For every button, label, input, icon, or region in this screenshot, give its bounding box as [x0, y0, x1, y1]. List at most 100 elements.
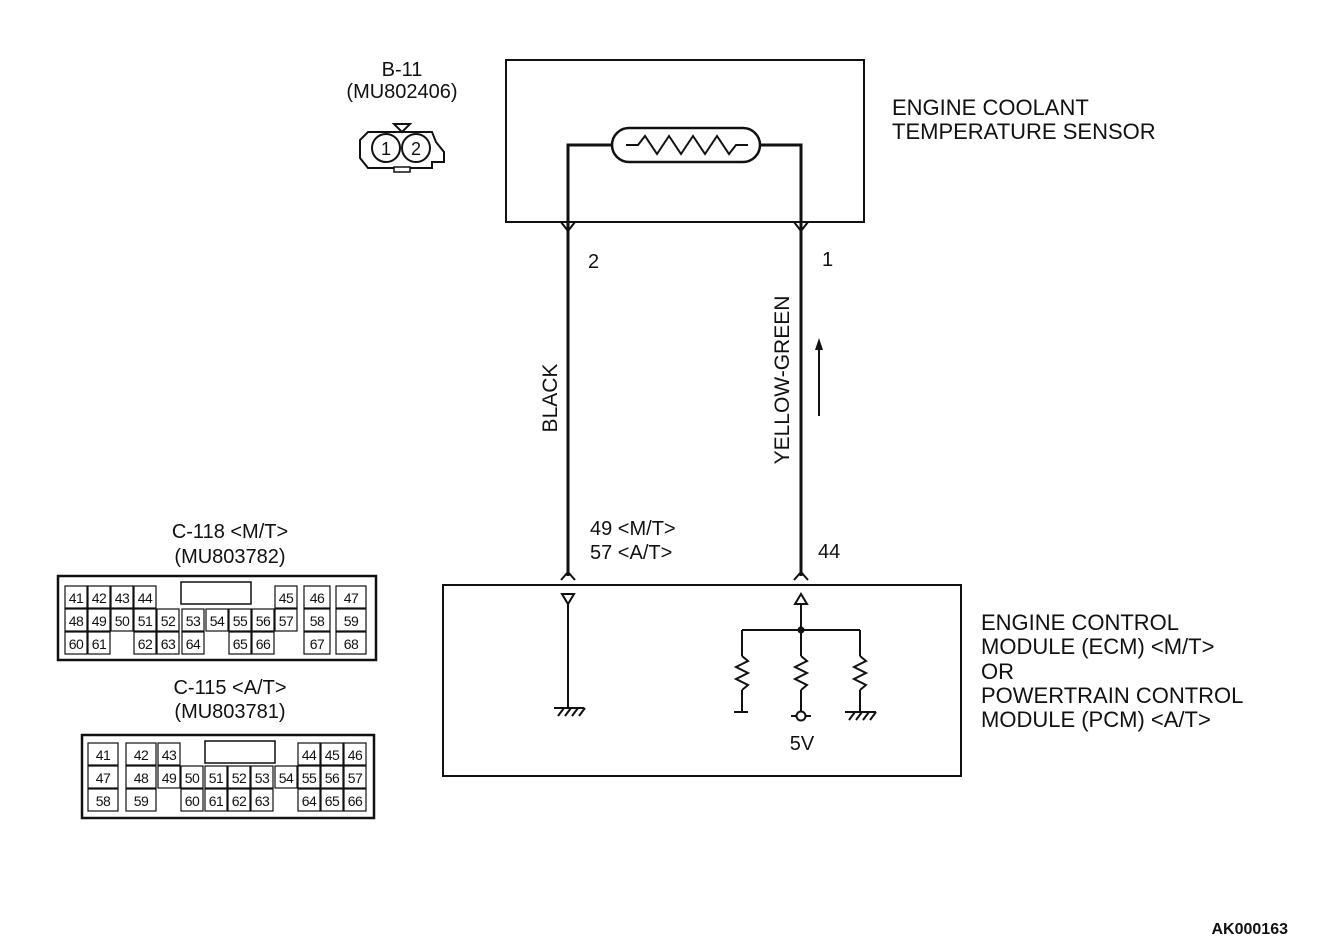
pin-cell: [335, 631, 367, 655]
pin-number: 62: [138, 636, 153, 652]
pin-number: 54: [210, 613, 225, 629]
pin-cell: [125, 788, 157, 812]
sensor-pin-1-label: 1: [822, 249, 833, 271]
pin-number: 57: [279, 613, 294, 629]
pin-number: 61: [209, 793, 224, 809]
pin-cell: [64, 608, 88, 632]
sensor-connector-face-icon: 1 2: [359, 123, 445, 173]
pin-cell: [303, 608, 331, 632]
figure-code: AK000163: [1212, 921, 1289, 938]
pin-cell: [250, 788, 274, 812]
sensor-connector-pin-1: 1: [381, 139, 391, 159]
pin-cell: [343, 765, 367, 789]
pin-number: 55: [233, 613, 248, 629]
pin-cell: [87, 788, 119, 812]
resistor-center-icon: [792, 655, 810, 691]
pin-number: 55: [302, 770, 317, 786]
pin-cell: [335, 585, 367, 609]
sensor-connector-pin-2: 2: [411, 139, 421, 159]
pin-cell: [133, 608, 157, 632]
supply-5v-terminal-icon: [791, 710, 811, 722]
pin-cell: [274, 585, 298, 609]
pin-cell: [133, 585, 157, 609]
pin-cell: [274, 765, 298, 789]
pin-cell: [157, 765, 181, 789]
pin-cell: [297, 788, 321, 812]
pin-cell: [87, 742, 119, 766]
pin-number: 49: [162, 770, 177, 786]
pin-number: 64: [186, 636, 201, 652]
pin-number: 51: [209, 770, 224, 786]
resistor-right-icon: [851, 655, 869, 691]
pin-number: 51: [138, 613, 153, 629]
sensor-name-line-2: TEMPERATURE SENSOR: [892, 119, 1156, 144]
pin-number: 61: [92, 636, 107, 652]
pin-number: 43: [115, 590, 130, 606]
pin-number: 48: [69, 613, 84, 629]
c118-connector-id: C-118 <M/T>: [172, 521, 288, 543]
pin-cell: [110, 585, 134, 609]
pin-cell: [250, 765, 274, 789]
pin-number: 52: [232, 770, 247, 786]
ecm-name-line-4: POWERTRAIN CONTROL: [981, 683, 1243, 708]
pin-cell: [204, 765, 228, 789]
pin-cell: [64, 585, 88, 609]
sensor-connector-id: B-11: [382, 59, 423, 81]
c115-connector-id: C-115 <A/T>: [173, 677, 286, 699]
pin-cell: [251, 631, 275, 655]
pin-cell: [274, 608, 298, 632]
ecm-input-right-terminal-icon: [793, 592, 809, 605]
pin-cell: [87, 585, 111, 609]
pin-number: 59: [344, 613, 359, 629]
ecm-left-connector-chevron-icon: [560, 570, 576, 581]
ground-symbol-left-icon: [554, 707, 586, 717]
pin-number: 47: [344, 590, 359, 606]
pin-cell: [180, 765, 204, 789]
pin-cell: [343, 742, 367, 766]
pin-number: 58: [310, 613, 325, 629]
pin-number: 45: [279, 590, 294, 606]
sensor-pin-2-label: 2: [588, 251, 599, 273]
pin-cell: [227, 765, 251, 789]
pin-number: 58: [96, 793, 111, 809]
pin-number: 45: [325, 747, 340, 763]
sensor-terminal-1-arrow-icon: [793, 221, 809, 233]
pin-number: 41: [69, 590, 84, 606]
ecm-name-line-5: MODULE (PCM) <A/T>: [981, 707, 1211, 732]
pin-cell: [125, 742, 157, 766]
pin-cell: [204, 788, 228, 812]
sensor-name-line-1: ENGINE COOLANT: [892, 95, 1089, 120]
pin-cell: [228, 608, 252, 632]
pin-cell: [87, 631, 111, 655]
pin-cell: [87, 765, 119, 789]
pin-cell: [64, 631, 88, 655]
pin-number: 65: [325, 793, 340, 809]
ecm-name-line-2: MODULE (ECM) <M/T>: [981, 634, 1214, 659]
yellow-green-wire-color-label: YELLOW-GREEN: [771, 296, 794, 465]
sensor-connector-part-number: (MU802406): [346, 81, 457, 103]
pin-cell: [181, 631, 205, 655]
pin-number: 53: [186, 613, 201, 629]
pin-cell: [335, 608, 367, 632]
pin-number: 67: [310, 636, 325, 652]
pin-cell: [180, 788, 204, 812]
pin-cell: [156, 608, 180, 632]
ecm-pin-label-at: 57 <A/T>: [590, 542, 672, 564]
pin-number: 41: [96, 747, 111, 763]
pin-number: 63: [161, 636, 176, 652]
pin-number: 43: [162, 747, 177, 763]
pin-cell: [343, 788, 367, 812]
pin-number: 63: [255, 793, 270, 809]
sensor-terminal-2-arrow-icon: [560, 221, 576, 233]
pin-number: 57: [348, 770, 363, 786]
pin-number: 68: [344, 636, 359, 652]
pin-number: 54: [279, 770, 294, 786]
pin-number: 44: [302, 747, 317, 763]
pin-number: 66: [256, 636, 271, 652]
pin-cell: [227, 788, 251, 812]
pin-cell: [110, 608, 134, 632]
pin-number: 50: [185, 770, 200, 786]
pin-cell: [303, 631, 331, 655]
